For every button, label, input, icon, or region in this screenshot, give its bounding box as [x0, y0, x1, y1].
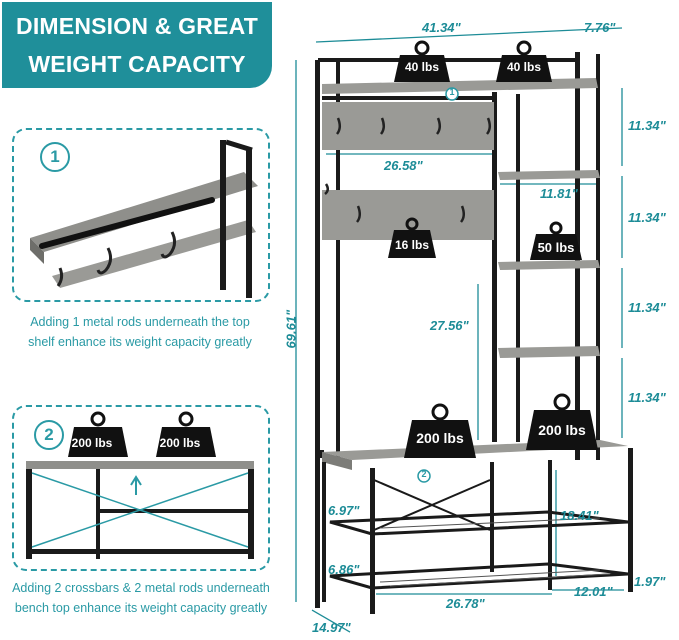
panel-2-number-badge: 2 — [34, 420, 64, 450]
bench-leg-left — [26, 469, 32, 559]
marker-top-badge — [445, 87, 459, 101]
coat-hooks — [324, 117, 491, 223]
dim-hanging-height: 27.56" — [430, 318, 469, 333]
dim-side-width: 12.01" — [574, 584, 613, 599]
bench-bottom-bar — [26, 549, 254, 554]
dim-shelf-width: 11.81" — [540, 186, 578, 201]
bench-crossbar — [100, 509, 250, 513]
weight-shelf-label: 50 lbs — [537, 240, 575, 255]
dim-bench-height: 18.41" — [560, 508, 599, 523]
dim-foot-height: 1.97" — [634, 574, 666, 589]
closeup-hook-3-icon — [56, 267, 64, 287]
dim-shelf-gap-1: 11.34" — [628, 118, 666, 133]
weight-bench-left-label: 200 lbs — [416, 430, 464, 446]
dim-shoe-gap-1: 6.97" — [328, 503, 360, 518]
marker-top-number: 1 — [449, 87, 455, 97]
dim-depth-top: 7.76" — [584, 20, 616, 35]
panel-2-weight-right-icon — [156, 411, 216, 457]
upper-hook-panel — [322, 102, 494, 150]
weight-bench-right-label: 200 lbs — [538, 422, 586, 438]
bench-seat-front-edge — [322, 452, 352, 470]
dim-shoe-gap-2: 6.86" — [328, 562, 360, 577]
weight-top-left-label: 40 lbs — [404, 60, 440, 74]
top-shelf-closeup-illustration — [30, 139, 258, 298]
closeup-hook-1-icon — [96, 247, 113, 275]
bench-leg-right — [248, 469, 254, 559]
panel-2-caption-line-2: bench top enhance its weight capacity gr… — [14, 601, 268, 615]
side-shelves — [498, 170, 600, 358]
top-shelf-board — [322, 78, 598, 94]
weight-top-right-label: 40 lbs — [506, 60, 542, 74]
support-arrow-icon — [130, 475, 142, 495]
panel-2-weight-right-label: 200 lbs — [159, 436, 201, 450]
panel-1-caption: Adding 1 metal rods underneath the top s… — [4, 312, 276, 352]
closeup-shelf-edge — [30, 238, 44, 264]
dim-hook-panel-width: 26.58" — [384, 158, 423, 173]
closeup-frame-top-bar — [225, 139, 253, 153]
panel-2-caption: Adding 2 crossbars & 2 metal rods undern… — [2, 578, 280, 618]
title-banner: DIMENSION & GREAT WEIGHT CAPACITY — [2, 2, 272, 88]
bench-cross-brace-2 — [373, 479, 491, 531]
dim-shelf-gap-3: 11.34" — [628, 300, 666, 315]
dim-height-total: 69.61" — [283, 309, 299, 349]
closeup-metal-rod — [39, 197, 215, 249]
dim-shelf-gap-4: 11.34" — [628, 390, 666, 405]
detail-panel-2 — [12, 405, 270, 571]
closeup-frame-post-left — [220, 140, 226, 290]
bench-leg-middle — [96, 469, 100, 559]
banner-line-2: WEIGHT CAPACITY — [28, 51, 246, 77]
shoe-rack-mesh — [379, 517, 611, 587]
dimension-lines — [295, 27, 631, 633]
weight-icons — [388, 40, 598, 458]
panel-2-caption-line-1: Adding 2 crossbars & 2 metal rods undern… — [12, 581, 270, 595]
panel-1-caption-line-2: shelf enhance its weight capacity greatl… — [28, 335, 252, 349]
bench-top-board — [26, 461, 254, 469]
upper-shoe-rack — [329, 510, 629, 536]
closeup-hook-2-icon — [160, 231, 177, 259]
dim-width-total: 41.34" — [422, 20, 461, 35]
panel-1-number-badge: 1 — [40, 142, 70, 172]
panel-2-weight-left-label: 200 lbs — [71, 436, 113, 450]
top-shelf-metal-rod — [322, 96, 494, 100]
panel-1-caption-line-1: Adding 1 metal rods underneath the top — [30, 315, 250, 329]
detail-panel-1 — [12, 128, 270, 302]
closeup-frame-post-right — [246, 148, 252, 298]
dim-depth-bottom: 14.97" — [312, 620, 351, 635]
banner-line-1: DIMENSION & GREAT — [16, 13, 258, 39]
weight-hooks-label: 16 lbs — [394, 238, 430, 252]
marker-bench-number: 2 — [421, 469, 427, 479]
marker-bench-badge — [417, 469, 431, 483]
dim-bench-width: 26.78" — [446, 596, 485, 611]
bench-frame-illustration — [26, 411, 254, 559]
bench-diagonal-brace-2 — [31, 472, 249, 548]
lower-shoe-rack — [329, 562, 629, 590]
dim-shelf-gap-2: 11.34" — [628, 210, 666, 225]
panel-2-weight-left-icon — [68, 411, 128, 457]
